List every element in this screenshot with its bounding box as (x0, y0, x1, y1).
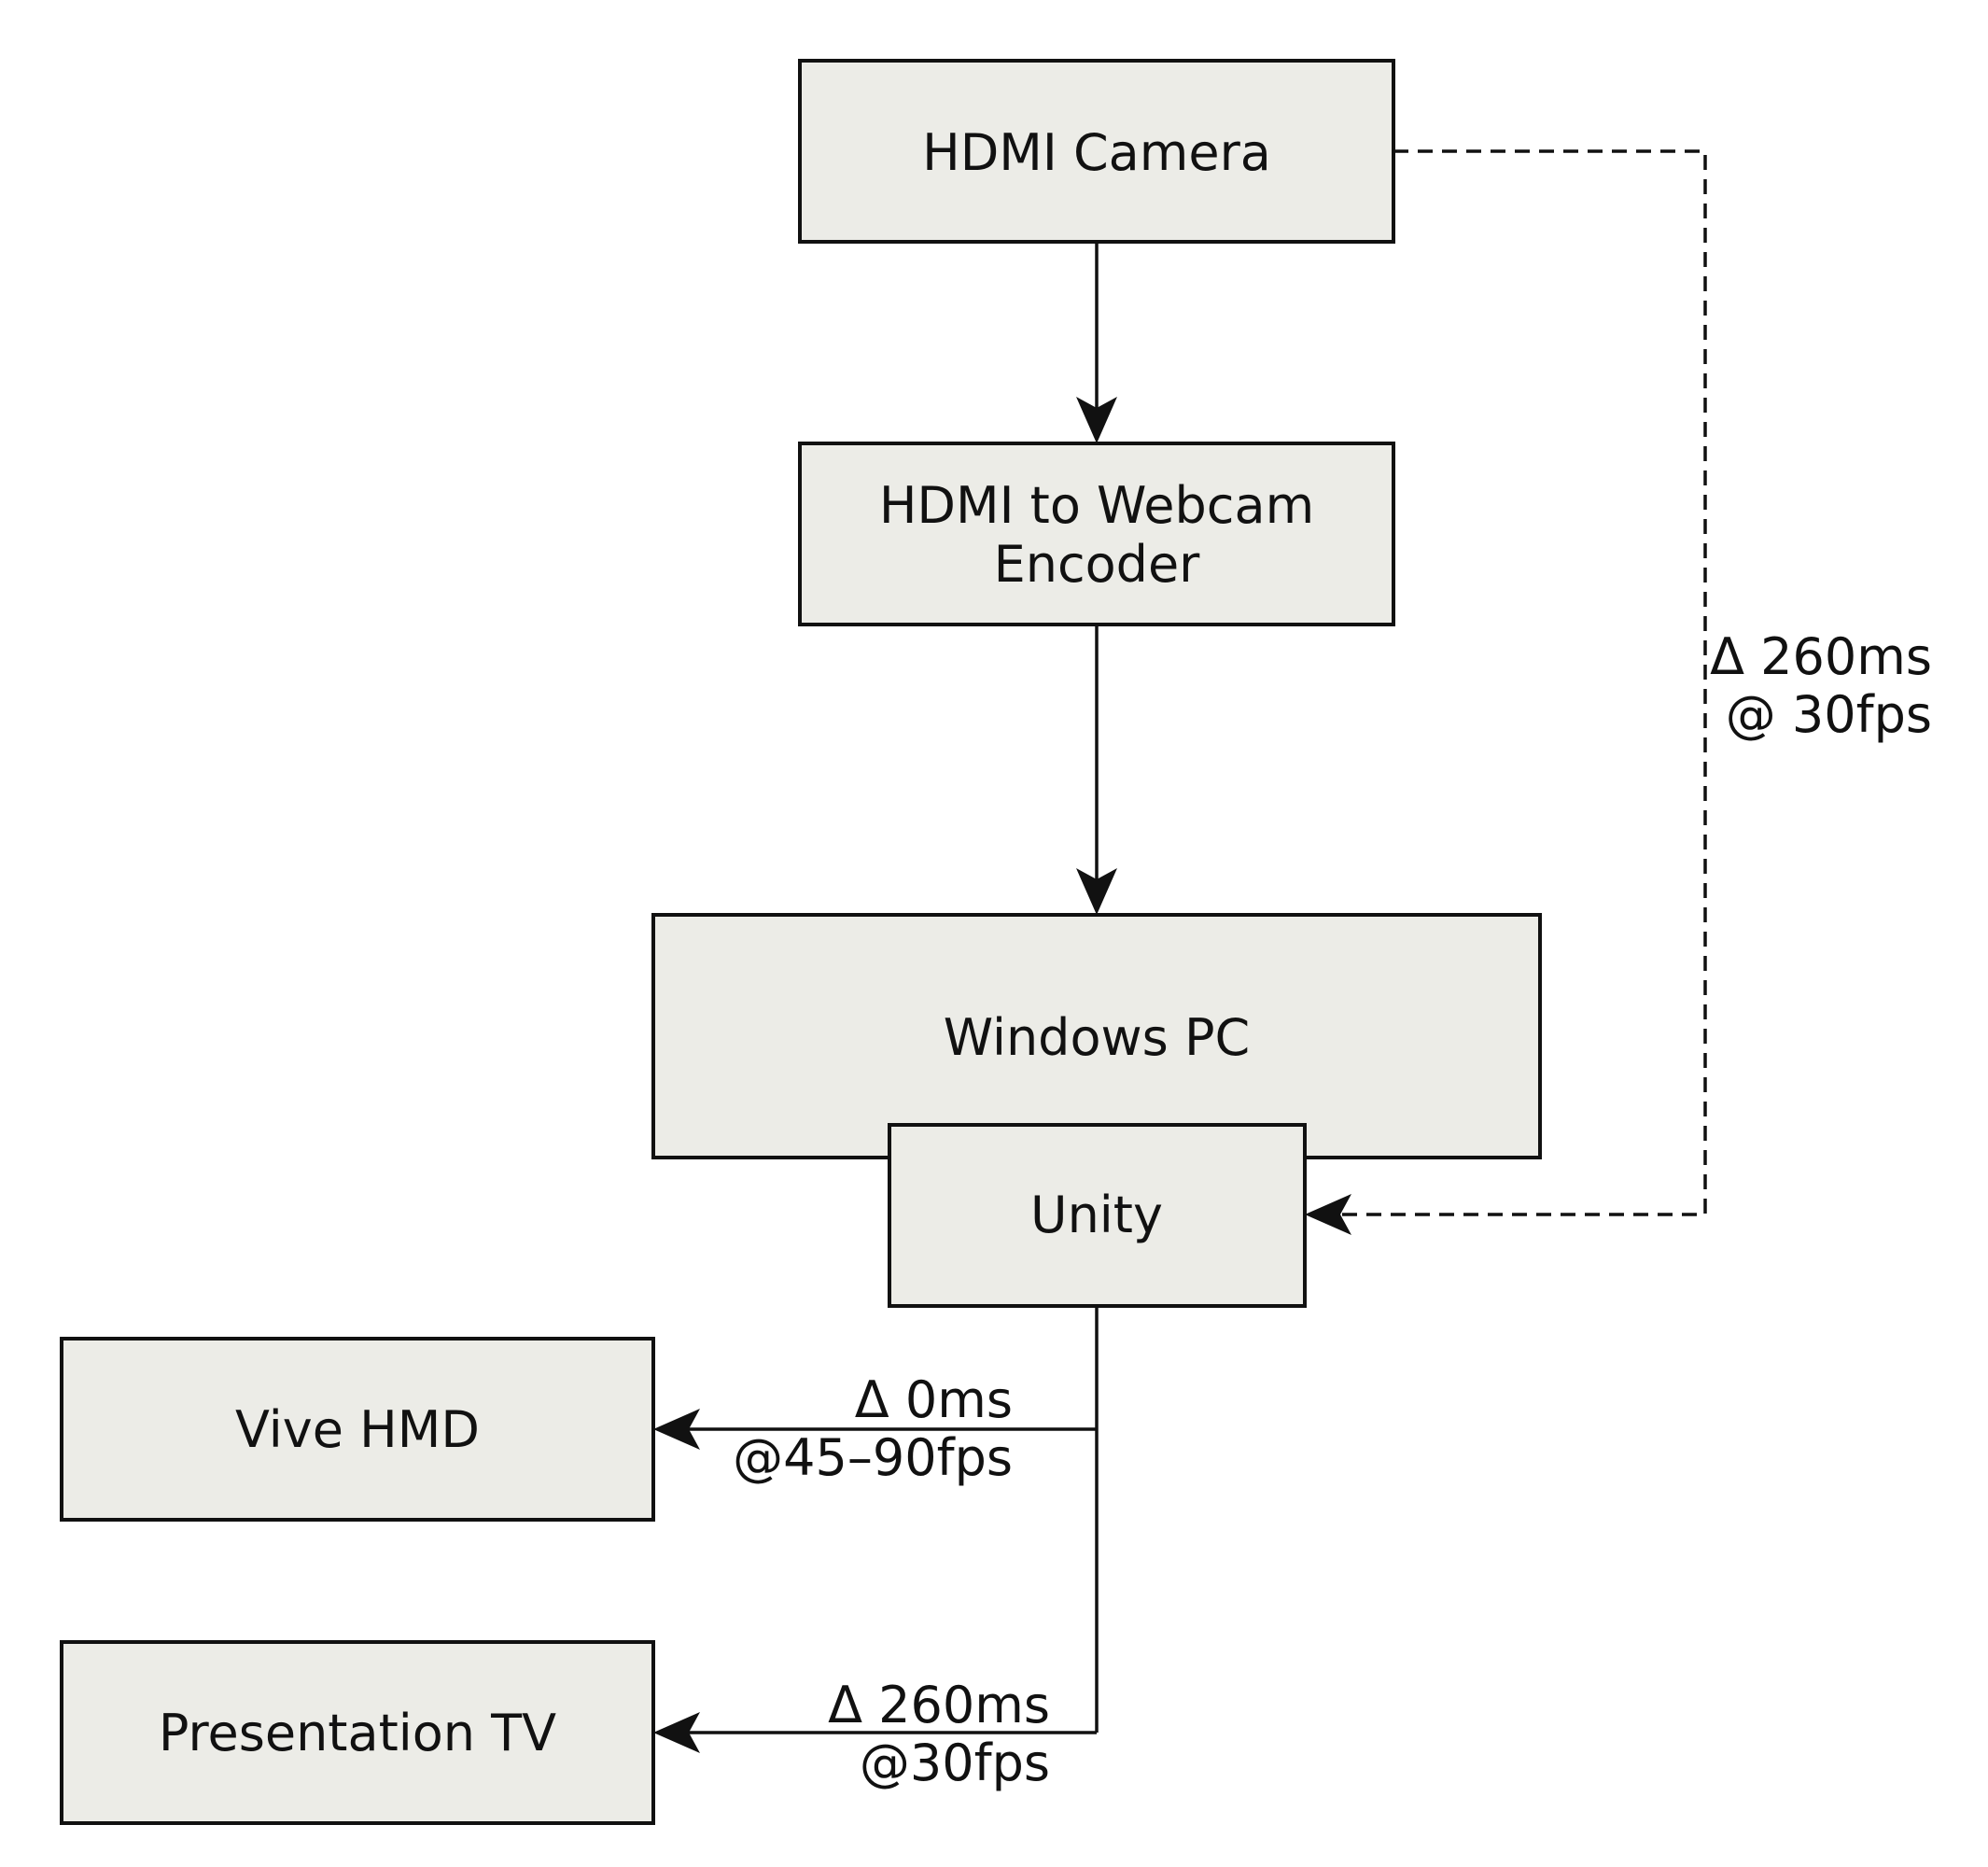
node-windows-pc: Windows PC (651, 913, 1542, 1159)
node-presentation-tv: Presentation TV (60, 1640, 655, 1825)
edge-unity-to-vive: Δ 0ms @45–90fps (653, 1370, 1097, 1487)
node-presentation-tv-label: Presentation TV (159, 1704, 556, 1762)
arrowhead-left (653, 1712, 700, 1753)
edge-unity-to-tv-latency: Δ 260ms (828, 1676, 1050, 1734)
edge-unity-to-tv-rate: @30fps (860, 1734, 1050, 1792)
edge-camera-to-unity: Δ 260ms @ 30fps (1305, 149, 1932, 1235)
node-hdmi-camera-label: HDMI Camera (922, 123, 1271, 182)
arrowhead-left (653, 1409, 700, 1450)
edge-camera-to-unity-rate: @ 30fps (1726, 685, 1932, 744)
node-encoder: HDMI to Webcam Encoder (798, 442, 1395, 626)
node-unity-label: Unity (1030, 1186, 1163, 1244)
node-unity: Unity (888, 1123, 1307, 1308)
node-hdmi-camera: HDMI Camera (798, 59, 1395, 244)
edge-encoder-to-pc (1076, 625, 1117, 915)
node-windows-pc-label: Windows PC (944, 1008, 1250, 1067)
node-vive-hmd-label: Vive HMD (235, 1400, 480, 1459)
node-vive-hmd: Vive HMD (60, 1337, 655, 1522)
edge-unity-to-tv: Δ 260ms @30fps (653, 1676, 1097, 1792)
node-encoder-label-line1: HDMI to Webcam (879, 476, 1314, 535)
node-encoder-label-line2: Encoder (994, 535, 1201, 594)
edge-unity-to-vive-latency: Δ 0ms (855, 1370, 1013, 1429)
edge-unity-to-vive-rate: @45–90fps (733, 1428, 1013, 1487)
edge-camera-to-unity-latency: Δ 260ms (1710, 627, 1932, 686)
arrowhead-left (1305, 1194, 1351, 1235)
arrowhead-down (1076, 397, 1117, 443)
edge-camera-to-encoder (1076, 242, 1117, 443)
arrowhead-down (1076, 868, 1117, 915)
